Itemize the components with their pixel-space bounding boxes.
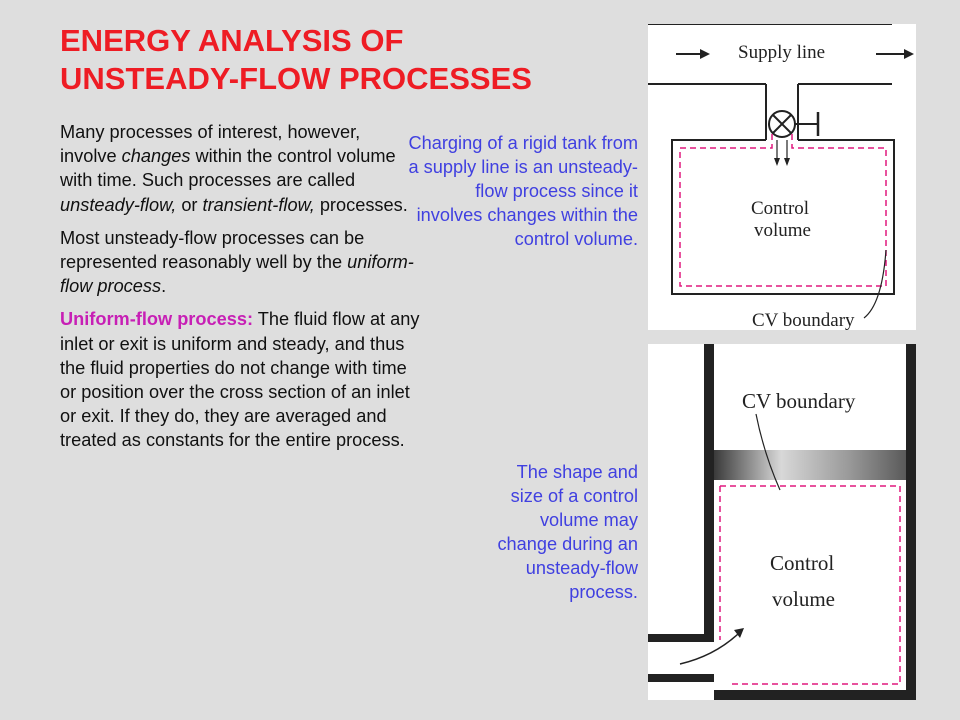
label-control: Control	[751, 198, 809, 219]
definition-text: The fluid flow at any inlet or exit is u…	[60, 309, 420, 451]
cv-leader-line	[863, 249, 887, 319]
p1-text-7: processes.	[314, 194, 408, 215]
slide-title: ENERGY ANALYSIS OF UNSTEADY-FLOW PROCESS…	[60, 22, 650, 98]
p2-emphasis-uniform: uniform-flow process	[60, 252, 414, 297]
paragraph-definition: Uniform-flow process: The fluid flow at …	[60, 307, 420, 452]
title-line-2: UNSTEADY-FLOW PROCESSES	[60, 61, 532, 96]
cv-leader-line	[755, 413, 781, 491]
inflow-arrow-line	[679, 633, 739, 665]
label-cv-boundary: CV boundary	[742, 389, 856, 413]
body-text: Many processes of interest, however, inv…	[60, 120, 420, 462]
p1-text-3: within the control volume with time. Suc…	[60, 146, 396, 191]
inlet-pipe-bottom	[648, 674, 714, 682]
flow-arrow-right-head	[784, 158, 790, 166]
flow-arrow-left-head	[774, 158, 780, 166]
p2-text-1: Most unsteady-flow processes can be repr…	[60, 227, 365, 273]
figure-rigid-tank: Supply line Control volume CV boundary	[648, 24, 916, 330]
p1-emphasis-changes: changes	[121, 146, 191, 167]
figure-piston-cylinder: CV boundary Control volume	[648, 344, 916, 700]
label-control: Control	[770, 551, 834, 575]
inflow-arrow-head	[700, 49, 710, 59]
p1-text-1: Many processes of interest, however, inv…	[60, 122, 361, 167]
label-supply-line: Supply line	[738, 42, 825, 63]
definition-term: Uniform-flow process:	[60, 309, 254, 330]
p1-emphasis-transient: transient-flow,	[202, 194, 315, 215]
caption-tank: Charging of a rigid tank from a supply l…	[408, 133, 638, 249]
p1-emphasis-unsteady: unsteady-flow,	[60, 194, 177, 215]
paragraph-uniform-flow: Most unsteady-flow processes can be repr…	[60, 226, 420, 299]
cylinder-right-wall	[906, 344, 916, 700]
tank-diagram: Supply line Control volume CV boundary	[648, 24, 914, 330]
label-cv-boundary: CV boundary	[752, 310, 855, 330]
label-volume: volume	[754, 220, 811, 241]
caption-piston: The shape and size of a control volume m…	[497, 462, 638, 602]
inflow-arrow-head	[734, 628, 744, 638]
label-volume: volume	[772, 587, 835, 611]
valve-cross-2	[772, 114, 792, 134]
title-line-1: ENERGY ANALYSIS OF	[60, 23, 404, 58]
outflow-arrow-head	[904, 49, 914, 59]
paragraph-unsteady-flow: Many processes of interest, however, inv…	[60, 120, 420, 217]
tank-wall	[671, 139, 895, 295]
p1-text-5: or	[176, 194, 203, 215]
piston	[714, 450, 906, 480]
cv-boundary-dashed	[730, 485, 901, 685]
piston-diagram: CV boundary Control volume	[648, 344, 916, 700]
inlet-pipe-top	[648, 634, 714, 642]
cylinder-left-wall	[704, 344, 714, 634]
p2-text-3: .	[161, 276, 167, 297]
cylinder-bottom-wall	[714, 690, 906, 700]
